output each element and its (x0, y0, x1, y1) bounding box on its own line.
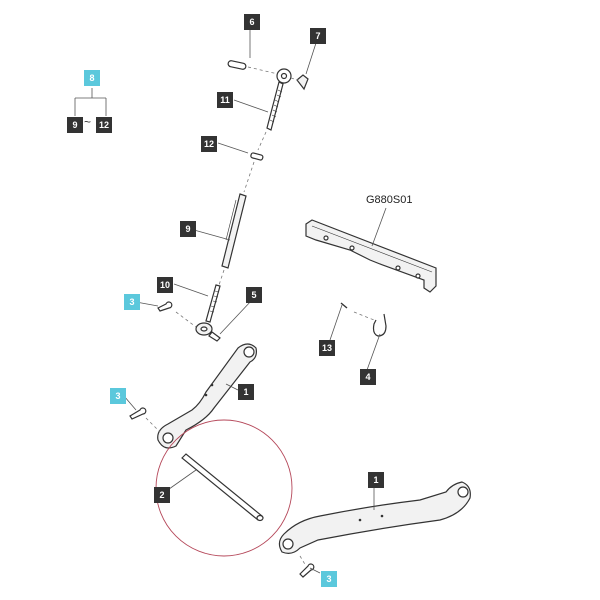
leader-lines (123, 27, 387, 574)
callout-3-lower: 3 (321, 571, 337, 587)
range-separator: ~ (84, 115, 92, 129)
callout-1-right: 1 (368, 472, 384, 488)
spacer-part-12 (243, 152, 264, 193)
callout-6: 6 (244, 14, 260, 30)
callout-3-middle: 3 (110, 388, 126, 404)
callout-3-upper: 3 (124, 294, 140, 310)
callout-8: 8 (84, 70, 100, 86)
callout-4: 4 (360, 369, 376, 385)
top-eye-part (276, 68, 309, 91)
callout-5: 5 (246, 287, 262, 303)
callout-12-range-end: 12 (96, 117, 113, 133)
callout-2: 2 (154, 487, 170, 503)
callout-10: 10 (157, 277, 174, 293)
hook-part-4 (372, 313, 387, 337)
small-pin-part-13 (340, 302, 375, 321)
lower-link-left-part-1 (157, 343, 257, 449)
bracket-assembly (305, 219, 437, 293)
stud-part-10 (175, 284, 221, 342)
lower-link-right-part-1 (278, 481, 471, 554)
threaded-rod-part-11 (257, 81, 284, 151)
tube-part-9 (218, 193, 247, 286)
callout-7: 7 (310, 28, 326, 44)
callout-9: 9 (180, 221, 196, 237)
callout-11: 11 (217, 92, 233, 108)
pin-part-6 (227, 60, 279, 75)
clip-part-3-upper (157, 301, 173, 312)
group-bracket (74, 88, 107, 116)
assembly-code-label: G880S01 (366, 194, 413, 206)
clip-part-3-lower (299, 555, 315, 578)
clip-part-3-middle (129, 407, 161, 433)
callout-12: 12 (201, 136, 218, 152)
cross-shaft-part-2 (181, 453, 264, 522)
callout-1-left: 1 (238, 384, 254, 400)
callout-13: 13 (319, 340, 336, 356)
callout-9-range-start: 9 (67, 117, 83, 133)
